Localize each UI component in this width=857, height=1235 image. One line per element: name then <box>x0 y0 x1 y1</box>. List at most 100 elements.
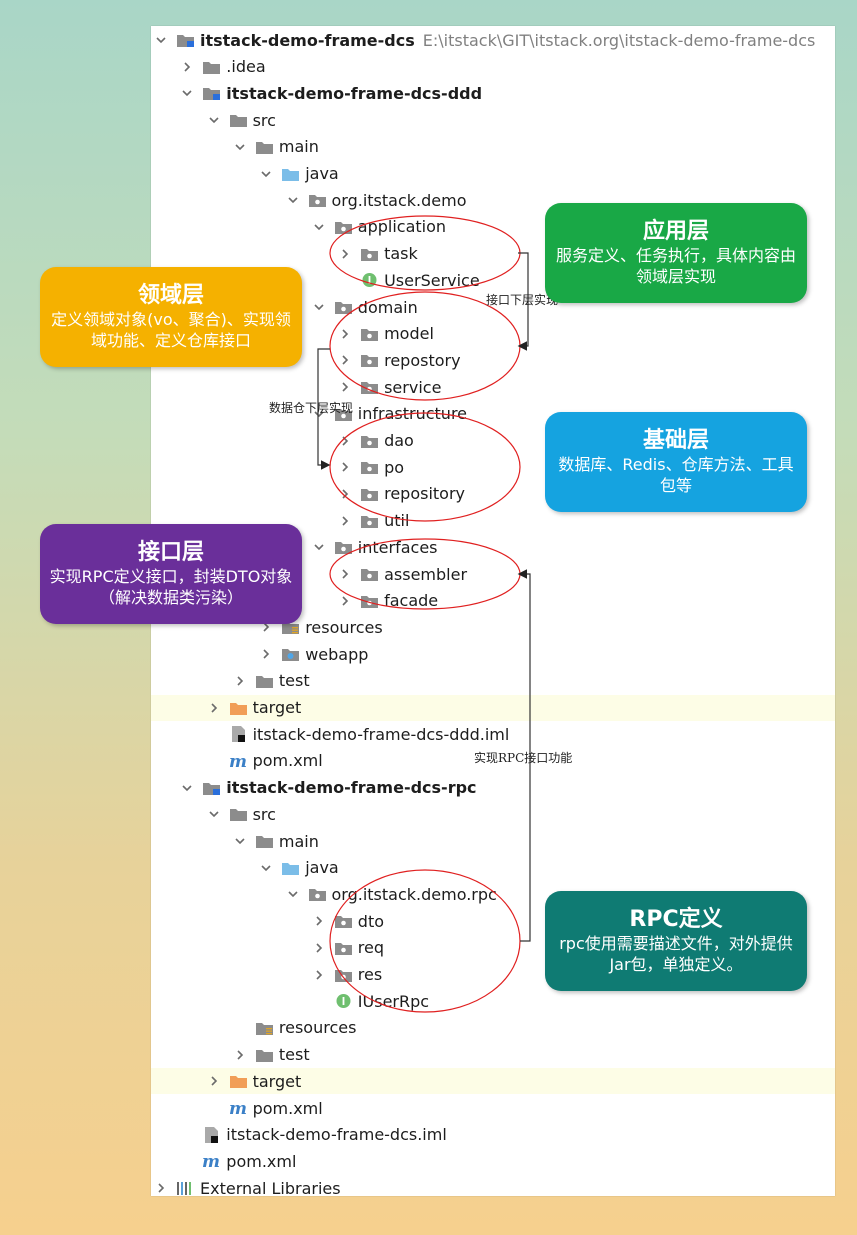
tree-node[interactable]: test <box>234 1042 310 1068</box>
chevron-right-icon[interactable] <box>208 702 220 714</box>
callout-infrastructure-layer: 基础层 数据库、Redis、仓库方法、工具包等 <box>545 412 807 512</box>
folder-icon <box>255 1047 274 1063</box>
chevron-down-icon[interactable] <box>208 114 220 126</box>
chevron-down-icon[interactable] <box>313 301 325 313</box>
package-icon <box>360 459 379 475</box>
chevron-right-icon[interactable] <box>339 595 351 607</box>
tree-node[interactable]: target <box>208 695 301 721</box>
tree-node[interactable]: util <box>339 508 409 534</box>
tree-node[interactable]: .idea <box>181 54 266 80</box>
tree-node[interactable]: test <box>234 668 310 694</box>
tree-node[interactable]: main <box>234 134 319 160</box>
tree-node[interactable]: src <box>208 801 276 827</box>
chevron-right-icon[interactable] <box>313 969 325 981</box>
chevron-right-icon[interactable] <box>234 1049 246 1061</box>
tree-node-label: src <box>252 110 276 130</box>
row-highlight <box>151 694 835 721</box>
chevron-down-icon[interactable] <box>181 782 193 794</box>
chevron-right-icon[interactable] <box>339 328 351 340</box>
tree-node[interactable]: service <box>339 374 441 400</box>
tree-node[interactable]: application <box>313 214 446 240</box>
chevron-down-icon[interactable] <box>234 835 246 847</box>
chevron-right-icon[interactable] <box>313 942 325 954</box>
tree-node[interactable]: target <box>208 1068 302 1094</box>
tree-node[interactable]: main <box>234 828 319 854</box>
tree-indent-spacer <box>313 995 325 1007</box>
tree-node[interactable]: java <box>260 161 339 187</box>
tree-node[interactable]: itstack-demo-frame-dcs-ddd <box>181 80 482 106</box>
chevron-down-icon[interactable] <box>234 141 246 153</box>
chevron-down-icon[interactable] <box>313 541 325 553</box>
chevron-down-icon[interactable] <box>287 888 299 900</box>
tree-node-label: target <box>252 1071 302 1091</box>
excluded-folder-icon <box>229 700 248 716</box>
note-repo-impl: 数据仓下层实现 <box>269 401 354 415</box>
chevron-right-icon[interactable] <box>339 248 351 260</box>
chevron-down-icon[interactable] <box>155 34 167 46</box>
tree-node[interactable]: m pom.xml <box>181 1148 296 1174</box>
chevron-right-icon[interactable] <box>339 435 351 447</box>
chevron-down-icon[interactable] <box>260 862 272 874</box>
chevron-right-icon[interactable] <box>313 915 325 927</box>
tree-node[interactable]: dao <box>339 428 414 454</box>
tree-node[interactable]: External Libraries <box>155 1175 341 1201</box>
chevron-right-icon[interactable] <box>339 381 351 393</box>
package-icon <box>334 299 353 315</box>
chevron-right-icon[interactable] <box>260 621 272 633</box>
chevron-right-icon[interactable] <box>155 1182 167 1194</box>
tree-node[interactable]: task <box>339 241 418 267</box>
maven-icon: m <box>202 1153 221 1169</box>
tree-indent-spacer <box>208 755 220 767</box>
tree-node[interactable]: itstack-demo-frame-dcs.iml <box>181 1122 447 1148</box>
tree-node[interactable]: repository <box>339 481 465 507</box>
tree-node[interactable]: res <box>313 962 382 988</box>
tree-node[interactable]: dto <box>313 908 384 934</box>
tree-node[interactable]: org.itstack.demo.rpc <box>287 881 497 907</box>
chevron-down-icon[interactable] <box>287 194 299 206</box>
package-icon <box>360 593 379 609</box>
tree-node-label: req <box>357 938 385 958</box>
chevron-down-icon[interactable] <box>181 87 193 99</box>
chevron-down-icon[interactable] <box>208 808 220 820</box>
callout-infrastructure-desc: 数据库、Redis、仓库方法、工具包等 <box>558 455 794 495</box>
tree-node-label: pom.xml <box>226 1151 297 1171</box>
tree-node[interactable]: repostory <box>339 347 461 373</box>
tree-node[interactable]: model <box>339 321 434 347</box>
tree-node[interactable]: assembler <box>339 561 467 587</box>
chevron-right-icon[interactable] <box>181 61 193 73</box>
tree-node-label: itstack-demo-frame-dcs-ddd.iml <box>252 724 510 744</box>
tree-node[interactable]: org.itstack.demo <box>287 187 466 213</box>
chevron-down-icon[interactable] <box>313 221 325 233</box>
tree-node[interactable]: itstack-demo-frame-dcs-rpc <box>181 775 477 801</box>
tree-node[interactable]: resources <box>260 614 383 640</box>
tree-node-label: itstack-demo-frame-dcs-rpc <box>226 778 477 798</box>
tree-node[interactable]: po <box>339 454 404 480</box>
tree-node[interactable]: UserService <box>339 267 480 293</box>
tree-node[interactable]: resources <box>234 1015 356 1041</box>
tree-node-label: service <box>384 377 442 397</box>
chevron-right-icon[interactable] <box>339 515 351 527</box>
tree-node-label: infrastructure <box>357 404 468 424</box>
callout-domain-desc: 定义领域对象(vo、聚合)、实现领域功能、定义仓库接口 <box>51 310 291 350</box>
tree-node[interactable]: src <box>208 107 276 133</box>
tree-node[interactable]: java <box>260 855 339 881</box>
tree-node[interactable]: itstack-demo-frame-dcs-ddd.iml <box>208 721 510 747</box>
chevron-right-icon[interactable] <box>234 675 246 687</box>
chevron-right-icon[interactable] <box>339 461 351 473</box>
chevron-right-icon[interactable] <box>339 568 351 580</box>
chevron-down-icon[interactable] <box>260 168 272 180</box>
chevron-right-icon[interactable] <box>260 648 272 660</box>
chevron-right-icon[interactable] <box>339 354 351 366</box>
tree-node[interactable]: webapp <box>260 641 368 667</box>
chevron-right-icon[interactable] <box>339 488 351 500</box>
chevron-right-icon[interactable] <box>208 1075 220 1087</box>
tree-node[interactable]: interfaces <box>313 534 438 560</box>
tree-node[interactable]: facade <box>339 588 438 614</box>
tree-node[interactable]: IUserRpc <box>313 988 429 1014</box>
tree-node[interactable]: domain <box>313 294 418 320</box>
tree-indent-spacer <box>339 274 351 286</box>
tree-node[interactable]: req <box>313 935 384 961</box>
